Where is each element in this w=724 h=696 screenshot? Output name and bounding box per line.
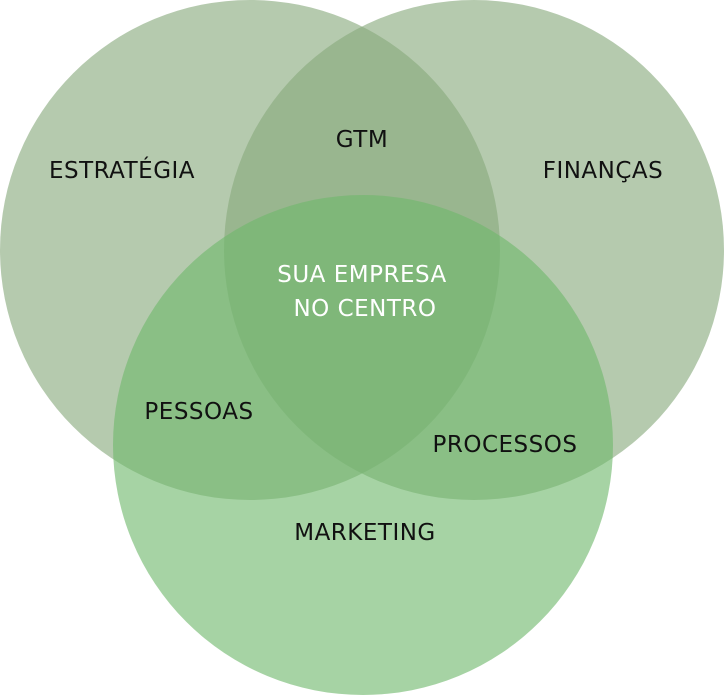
label-pessoas: PESSOAS <box>144 399 253 425</box>
circle-marketing <box>113 195 613 695</box>
label-center-line2: NO CENTRO <box>293 296 436 322</box>
label-center-line1: SUA EMPRESA <box>277 262 447 288</box>
label-marketing: MARKETING <box>294 520 436 546</box>
label-financas: FINANÇAS <box>543 158 664 184</box>
label-processos: PROCESSOS <box>433 432 578 458</box>
label-estrategia: ESTRATÉGIA <box>49 156 195 184</box>
label-gtm: GTM <box>336 127 388 153</box>
